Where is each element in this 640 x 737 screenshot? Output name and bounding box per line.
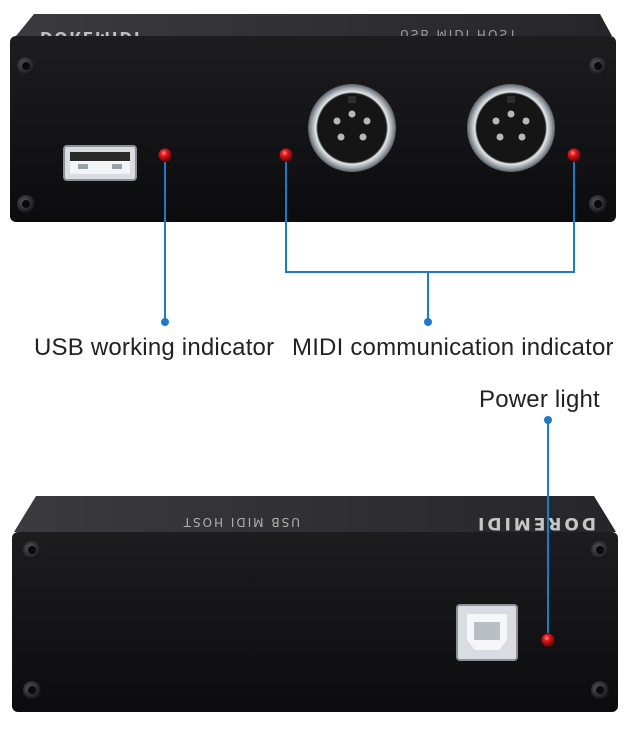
red-led-icon [279, 148, 293, 162]
usb-b-port-icon [456, 604, 518, 661]
top-panel-surface [14, 496, 616, 532]
midi-din-port-icon [467, 84, 555, 172]
screw-icon [591, 681, 609, 699]
midi-callout-bracket [285, 162, 575, 273]
red-led-icon [158, 148, 172, 162]
screw-icon [17, 57, 35, 75]
midi-din-port-icon [308, 84, 396, 172]
screw-icon [17, 195, 35, 213]
red-led-icon [567, 148, 581, 162]
screw-icon [589, 57, 607, 75]
rear-face [12, 532, 618, 712]
brand-marking: DOREMIDI [475, 513, 596, 533]
power-light-label: Power light [479, 386, 600, 413]
usb-indicator-label: USB working indicator [34, 334, 275, 361]
device-front-view: DOREMIDI USB MIDI HOST [10, 14, 616, 222]
screw-icon [23, 541, 41, 559]
midi-indicator-label: MIDI communication indicator [292, 334, 614, 361]
usb-a-port-icon [63, 145, 137, 181]
midi-callout-dot [424, 318, 432, 326]
callout-lines-top [164, 162, 575, 322]
model-marking: USB MIDI HOST [182, 515, 300, 529]
top-panel-edge [16, 14, 612, 36]
screw-icon [591, 541, 609, 559]
red-led-icon [541, 633, 555, 647]
screw-icon [23, 681, 41, 699]
screw-icon [589, 195, 607, 213]
usb-callout-dot [161, 318, 169, 326]
device-rear-view: DOREMIDI USB MIDI HOST [12, 496, 618, 712]
power-callout-dot [544, 416, 552, 424]
